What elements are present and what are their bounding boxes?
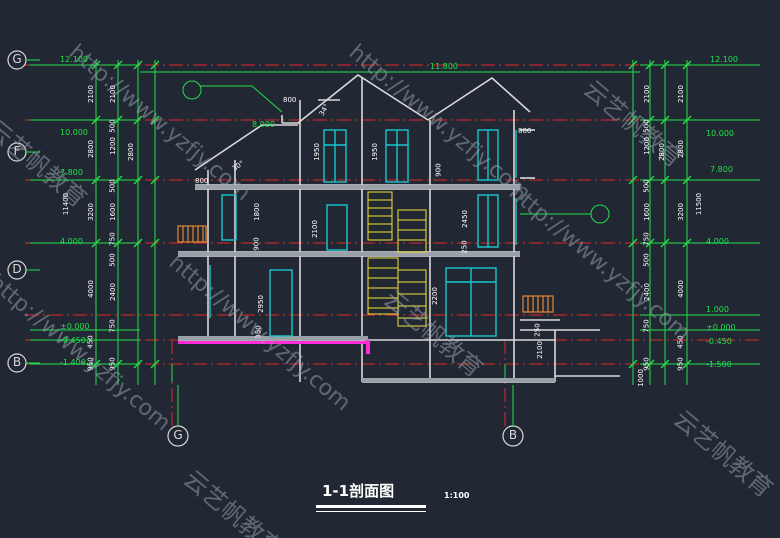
dim: 1000: [636, 369, 645, 387]
dim: 2800: [657, 143, 666, 161]
dim: 1950: [370, 143, 379, 161]
axis-label-left: G: [12, 52, 22, 66]
axis-label-bottom: B: [508, 428, 518, 442]
axis-bubbles: [7, 50, 524, 447]
dim: 450: [676, 335, 685, 349]
dim: 750: [642, 232, 651, 246]
dim: 2100: [642, 85, 651, 103]
drawing-scale: 1:100: [444, 491, 470, 500]
dim: 2400: [108, 283, 117, 301]
dim: 1950: [312, 143, 321, 161]
axis-label-left: F: [13, 144, 21, 158]
elevation-label: 12.100: [60, 55, 88, 64]
dim-right-total: 11500: [695, 192, 704, 216]
dim: 30°: [230, 159, 246, 173]
dim-left-third: 2800: [122, 60, 135, 390]
drawing-title: 1-1剖面图: [322, 482, 395, 500]
dim: 800: [195, 177, 209, 185]
dim: 3200: [676, 203, 685, 221]
dim: 2100: [108, 85, 117, 103]
dim: 750: [108, 319, 117, 333]
dim: 2800: [676, 140, 685, 158]
slabs: [178, 185, 555, 382]
dim: 2450: [460, 210, 469, 228]
elevation-label: 4.000: [60, 237, 83, 246]
dim: 1200: [642, 137, 651, 155]
detail-markers: [182, 80, 610, 224]
axis-label-left: D: [12, 262, 22, 276]
dim: 4000: [86, 280, 95, 298]
elevation-label: -1.400: [60, 358, 86, 367]
dim: 1800: [252, 203, 261, 221]
elevation-label: ±0.000: [60, 322, 90, 331]
elevation-label: -0.450: [60, 336, 86, 345]
staircase: [367, 191, 427, 327]
elevation-label: 7.800: [60, 168, 83, 177]
dim: 900: [434, 163, 443, 177]
elevation-label: 10.000: [706, 129, 734, 138]
eave-elevation: 8.000: [252, 120, 275, 129]
dim: 2100: [86, 85, 95, 103]
dim: 4000: [676, 280, 685, 298]
dim: 2100: [535, 341, 544, 359]
ground-line: [178, 340, 370, 354]
dim: 950: [86, 357, 95, 371]
dim: 500: [108, 179, 117, 193]
elevation-label: 4.000: [706, 237, 729, 246]
dim: 950: [676, 357, 685, 371]
axis-label-bottom: G: [173, 428, 183, 442]
balconies: [177, 225, 554, 313]
elevation-label: 12.100: [710, 55, 738, 64]
elevation-label: ±0.000: [706, 323, 736, 332]
dim: 250: [533, 323, 542, 337]
dim: 500: [642, 253, 651, 267]
dim: 750: [642, 319, 651, 333]
dim: 1200: [108, 137, 117, 155]
dim: 350: [254, 325, 263, 339]
dim: 500: [108, 119, 117, 133]
dim: 250: [460, 240, 469, 254]
dim: 800: [518, 127, 532, 135]
dim: 950: [108, 357, 117, 371]
dim: 2800: [86, 140, 95, 158]
dim: 2100: [676, 85, 685, 103]
dim: 2800: [126, 143, 135, 161]
dim: 1600: [642, 203, 651, 221]
dim-right-third: 2800: [653, 60, 666, 390]
dimension-lines: [30, 60, 760, 385]
dim: 500: [642, 119, 651, 133]
axis-bubble-lines: [26, 59, 514, 426]
elevation-label: -0.450: [706, 337, 732, 346]
dim-left-outer: 2100 2800 3200 4000 450 950: [82, 60, 95, 390]
ridge-elevation: 11.800: [430, 62, 458, 71]
dim: 2950: [256, 295, 265, 313]
title-underline: [316, 505, 426, 512]
dim: 450: [86, 335, 95, 349]
elevation-label: 10.000: [60, 128, 88, 137]
dim-left-mid: 2100 500 1200 500 1600 750 500 2400 750 …: [104, 60, 117, 390]
dim: 2100: [310, 220, 319, 238]
dim: 3200: [86, 203, 95, 221]
elevation-label: -1.500: [706, 360, 732, 369]
dim: 750: [108, 232, 117, 246]
dim: 2200: [430, 287, 439, 305]
axis-label-left: B: [12, 355, 22, 369]
dim: 2400: [642, 283, 651, 301]
dim: 1600: [108, 203, 117, 221]
dim-right-mid: 2100 2800 3200 4000 450 950: [672, 60, 685, 390]
dim: 900: [252, 237, 261, 251]
elevation-label: 7.800: [710, 165, 733, 174]
dim: 800: [283, 96, 297, 104]
dim: 500: [642, 179, 651, 193]
dim: 500: [108, 253, 117, 267]
dim-right-inner: 2100 500 1200 500 1600 750 500 2400 750 …: [638, 60, 651, 390]
dim: 34°: [317, 102, 331, 118]
elevation-label: 1.000: [706, 305, 729, 314]
windows: [209, 129, 517, 337]
dimension-ticks: [91, 60, 692, 369]
dim-left-total: 11400: [62, 192, 71, 216]
